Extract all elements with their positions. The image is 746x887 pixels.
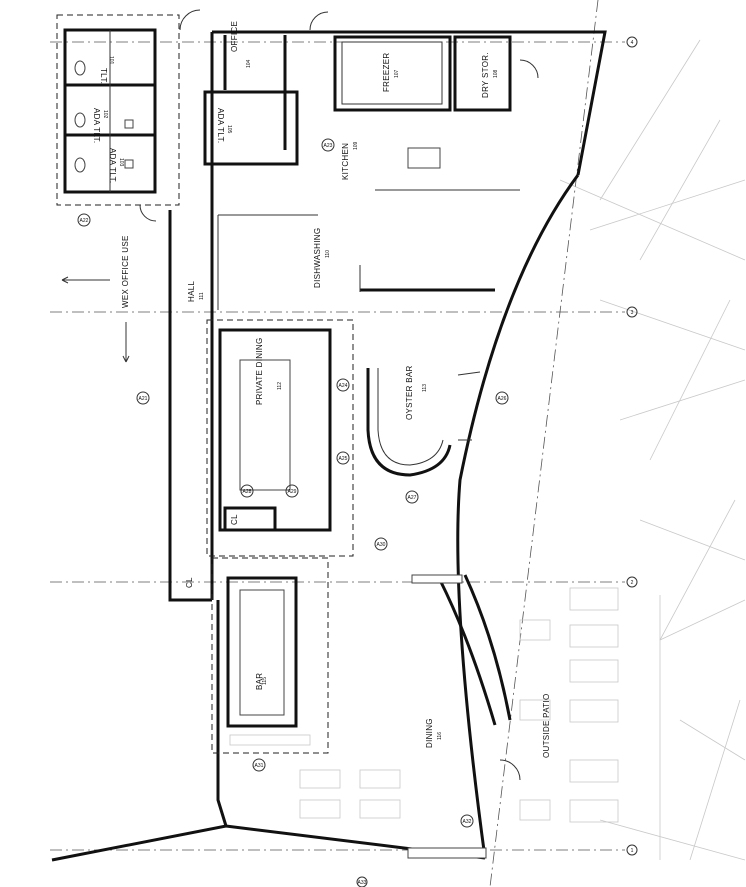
detail-tag-a22-text: A22 bbox=[80, 218, 89, 224]
room-kitchen-name: KITCHEN bbox=[341, 143, 350, 180]
dining-chairs bbox=[229, 734, 401, 819]
room-private-dining: PRIVATE DINING 112 bbox=[255, 338, 283, 405]
room-dry-stor-name: DRY STOR. bbox=[481, 52, 490, 98]
room-tlt-name: TLT. bbox=[99, 68, 108, 84]
room-dining-name: DINING bbox=[425, 718, 434, 748]
detail-tag-a28-text: A28 bbox=[243, 489, 252, 495]
detail-tag-a26: A26 bbox=[495, 391, 509, 405]
room-private-dining-number: 112 bbox=[277, 382, 283, 390]
kitchen-walls bbox=[203, 35, 520, 310]
room-ada-tlt-2-name: ADA TLT. bbox=[108, 148, 117, 183]
room-ada-tlt-1-number: 102 bbox=[102, 110, 108, 119]
dining-booths bbox=[407, 574, 512, 859]
room-tlt-number: 101 bbox=[108, 56, 114, 65]
room-kitchen: KITCHEN 109 bbox=[341, 141, 359, 180]
room-office-name: OFFICE bbox=[230, 21, 239, 52]
detail-tag-a31-text: A31 bbox=[255, 763, 264, 769]
detail-tag-a32: A32 bbox=[460, 814, 474, 828]
detail-tag-a25: A25 bbox=[336, 451, 350, 465]
detail-tag-a22: A22 bbox=[77, 213, 91, 227]
room-dry-stor: DRY STOR. 108 bbox=[481, 52, 499, 98]
grid-marker-2-text: 2 bbox=[631, 580, 634, 586]
detail-tag-a23: A23 bbox=[321, 138, 335, 152]
grid-marker-2: 2 bbox=[626, 576, 638, 588]
patio-tables bbox=[519, 587, 661, 860]
room-dishwashing-name: DISHWASHING bbox=[313, 228, 322, 288]
grid-marker-4-text: 4 bbox=[631, 40, 634, 46]
room-ada-tlt-2-number: 103 bbox=[118, 158, 124, 167]
detail-tag-a24-text: A24 bbox=[339, 383, 348, 389]
grid-marker-4: 4 bbox=[626, 36, 638, 48]
detail-tag-a26-text: A26 bbox=[498, 396, 507, 402]
room-cl-2: CL bbox=[185, 577, 194, 588]
room-oyster-bar: OYSTER BAR 113 bbox=[405, 365, 428, 420]
room-ada-tlt-1: ADA TLT. 102 bbox=[92, 108, 108, 143]
grid-marker-3: 3 bbox=[626, 306, 638, 318]
detail-tag-a33-text: A33 bbox=[358, 880, 367, 886]
detail-tag-a30: A30 bbox=[374, 537, 388, 551]
grid-lines bbox=[50, 0, 625, 887]
detail-tag-a21-text: A21 bbox=[139, 396, 148, 402]
room-dining-number: 116 bbox=[437, 732, 443, 740]
restroom-block bbox=[56, 14, 180, 206]
detail-tag-a31: A31 bbox=[252, 758, 266, 772]
room-ada-tlt-2: ADA TLT. 103 bbox=[108, 148, 124, 183]
room-oyster-bar-name: OYSTER BAR bbox=[405, 365, 414, 420]
detail-tag-a27-text: A27 bbox=[408, 495, 417, 501]
room-private-dining-name: PRIVATE DINING bbox=[255, 338, 264, 405]
room-hall-number: 111 bbox=[199, 292, 205, 300]
room-freezer: FREEZER 107 bbox=[382, 53, 400, 92]
room-ada-tlt-1-name: ADA TLT. bbox=[92, 108, 101, 143]
room-office: OFFICE 104 bbox=[230, 21, 252, 68]
room-kitchen-number: 109 bbox=[353, 141, 359, 150]
room-outside-patio: OUTSIDE PATIO bbox=[542, 694, 551, 759]
detail-tag-a27: A27 bbox=[405, 490, 419, 504]
wex-office-note: WEX OFFICE USE bbox=[61, 235, 130, 363]
room-ada-tlt-3-name: ADA TLT. bbox=[216, 108, 225, 143]
room-dishwashing-number: 110 bbox=[325, 250, 331, 258]
detail-tag-a30-text: A30 bbox=[377, 542, 386, 548]
private-dining-area bbox=[206, 319, 354, 557]
detail-tag-a32-text: A32 bbox=[463, 819, 472, 825]
door-swings bbox=[139, 9, 539, 781]
room-office-number: 104 bbox=[246, 59, 252, 68]
detail-tag-a29: A29 bbox=[285, 484, 299, 498]
room-freezer-number: 107 bbox=[394, 69, 400, 78]
detail-tag-a25-text: A25 bbox=[339, 456, 348, 462]
bar-area bbox=[211, 557, 329, 754]
room-cl-1-name: CL bbox=[230, 514, 239, 525]
wex-office-note-text: WEX OFFICE USE bbox=[121, 235, 130, 308]
detail-tag-a23-text: A23 bbox=[324, 143, 333, 149]
detail-tag-a28: A28 bbox=[240, 484, 254, 498]
room-dishwashing: DISHWASHING 110 bbox=[313, 228, 331, 288]
detail-tag-a21: A21 bbox=[136, 391, 150, 405]
room-cl-1: CL bbox=[230, 514, 239, 525]
room-bar: BAR 115 bbox=[255, 673, 268, 690]
detail-tag-a24: A24 bbox=[336, 378, 350, 392]
room-tlt: TLT. 101 bbox=[99, 56, 114, 84]
grid-marker-3-text: 3 bbox=[631, 310, 634, 316]
grid-marker-1: 1 bbox=[626, 844, 638, 856]
room-bar-number: 115 bbox=[262, 677, 268, 685]
room-ada-tlt-3-number: 105 bbox=[226, 125, 232, 134]
background-hatching bbox=[559, 39, 746, 861]
oyster-bar-counter bbox=[366, 368, 481, 477]
room-oyster-bar-number: 113 bbox=[422, 384, 428, 392]
room-dry-stor-number: 108 bbox=[493, 69, 499, 78]
building-walls bbox=[51, 30, 607, 862]
room-hall-name: HALL bbox=[187, 281, 196, 302]
room-cl-2-name: CL bbox=[185, 577, 194, 588]
detail-tag-a33: A33 bbox=[356, 876, 368, 887]
room-freezer-name: FREEZER bbox=[382, 53, 391, 92]
room-outside-patio-name: OUTSIDE PATIO bbox=[542, 694, 551, 759]
detail-tag-a29-text: A29 bbox=[288, 489, 297, 495]
room-bar-name: BAR bbox=[255, 673, 264, 690]
grid-marker-1-text: 1 bbox=[631, 848, 634, 854]
room-hall: HALL 111 bbox=[187, 281, 205, 302]
room-dining: DINING 116 bbox=[425, 718, 443, 748]
room-ada-tlt-3: ADA TLT. 105 bbox=[216, 108, 232, 143]
